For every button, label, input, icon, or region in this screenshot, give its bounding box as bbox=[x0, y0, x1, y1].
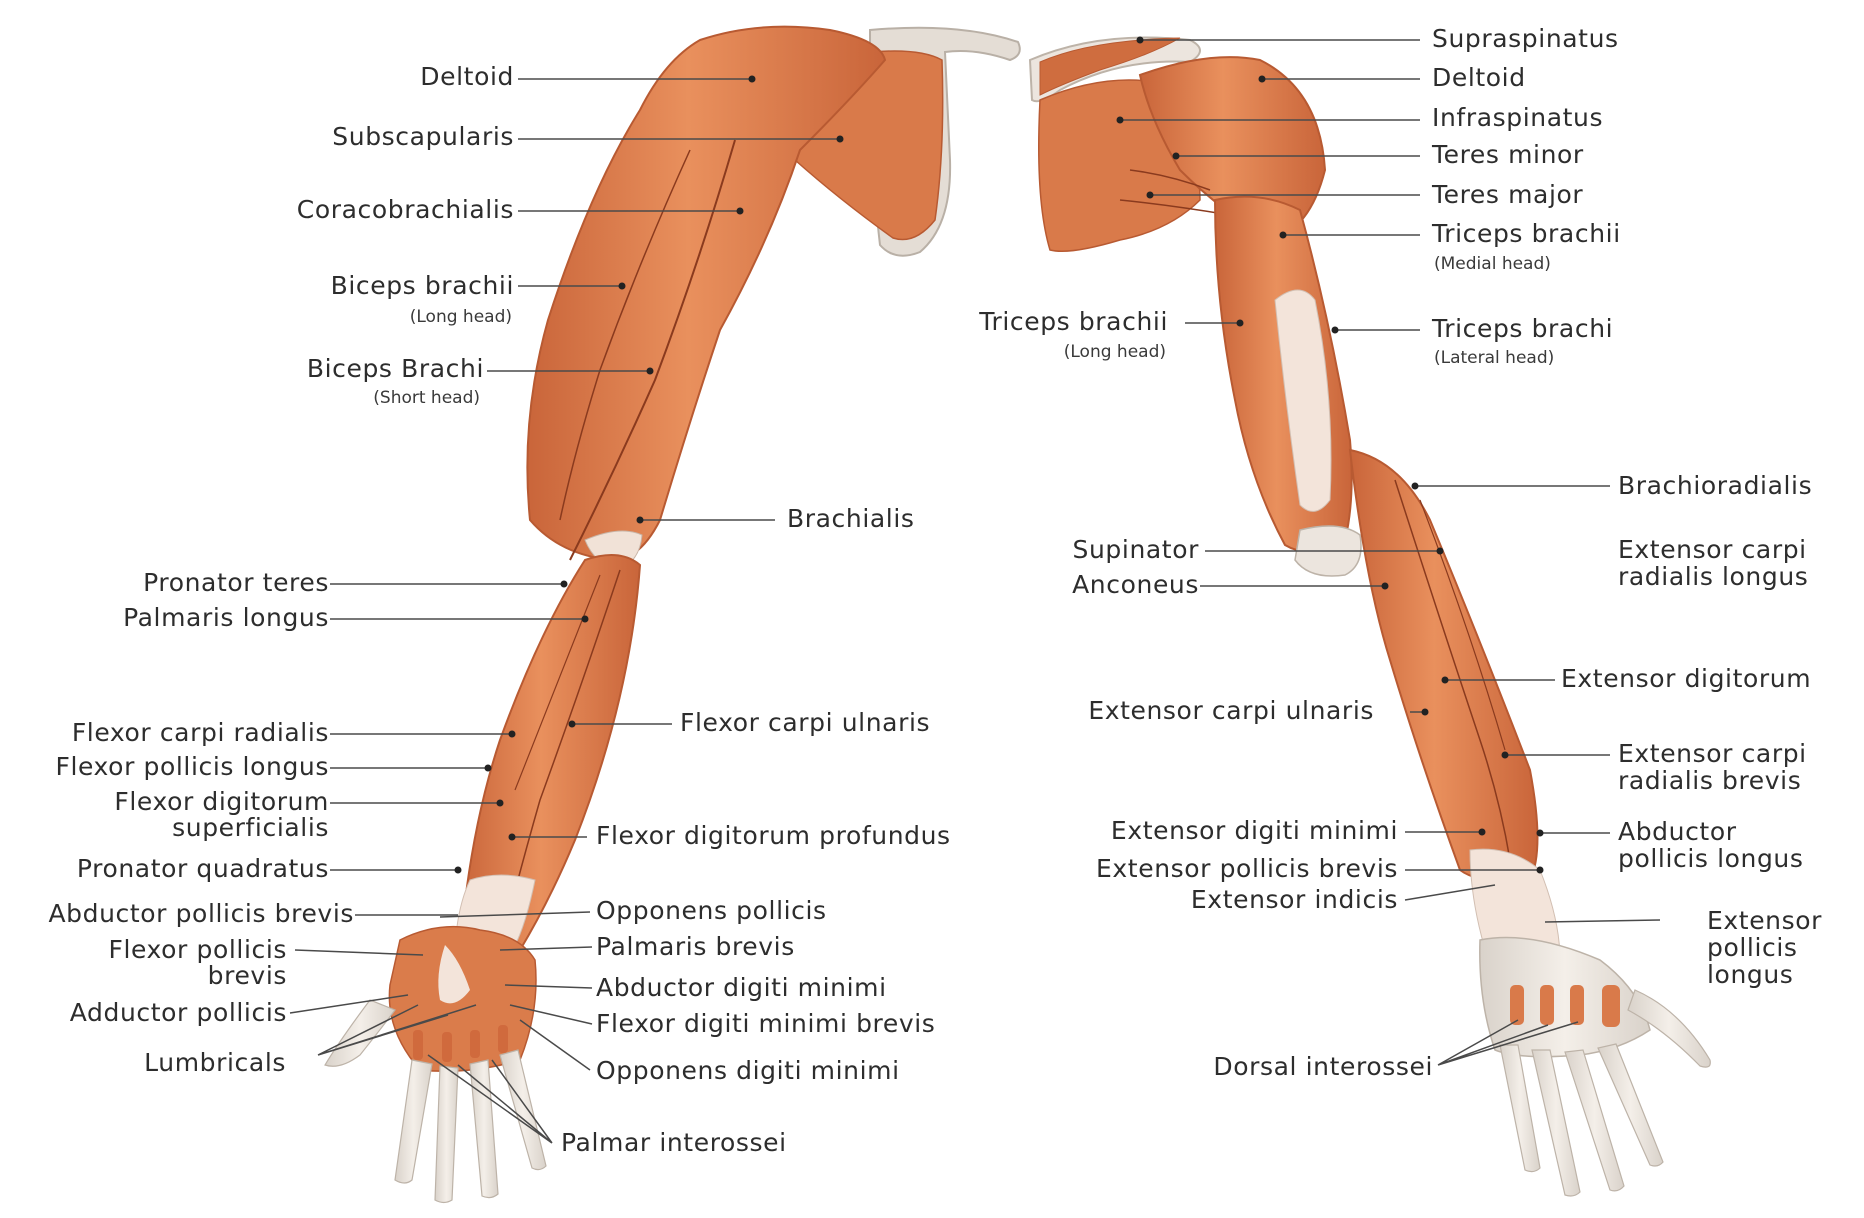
label-extensor-pollicis-brevis: Extensor pollicis brevis bbox=[1096, 855, 1398, 883]
label-fds-line2: superficialis bbox=[172, 814, 329, 842]
label-palmar-interossei: Palmar interossei bbox=[561, 1129, 787, 1157]
label-extensor-indicis: Extensor indicis bbox=[1191, 886, 1398, 914]
label-apl-line1: Abductor bbox=[1618, 818, 1737, 846]
note-triceps-lateral-head: (Lateral head) bbox=[1434, 348, 1554, 368]
label-supraspinatus: Supraspinatus bbox=[1432, 25, 1619, 53]
label-extensor-carpi-ulnaris: Extensor carpi ulnaris bbox=[1088, 697, 1374, 725]
label-dorsal-interossei: Dorsal interossei bbox=[1213, 1053, 1433, 1081]
label-pronator-teres: Pronator teres bbox=[143, 569, 329, 597]
label-ecrb-line1: Extensor carpi bbox=[1618, 740, 1807, 768]
label-posterior-deltoid: Deltoid bbox=[1432, 64, 1526, 92]
label-teres-minor: Teres minor bbox=[1432, 141, 1584, 169]
label-brachioradialis: Brachioradialis bbox=[1618, 472, 1812, 500]
posterior-hand bbox=[1480, 938, 1650, 1057]
posterior-arm bbox=[1030, 38, 1710, 1197]
label-abductor-pollicis-brevis: Abductor pollicis brevis bbox=[48, 900, 354, 928]
label-flexor-carpi-radialis: Flexor carpi radialis bbox=[72, 719, 329, 747]
label-biceps-short-head: Biceps Brachi bbox=[307, 355, 484, 383]
label-opponens-digiti-minimi: Opponens digiti minimi bbox=[596, 1057, 900, 1085]
label-opponens-pollicis: Opponens pollicis bbox=[596, 897, 827, 925]
label-palmaris-longus: Palmaris longus bbox=[123, 604, 329, 632]
label-flexor-carpi-ulnaris: Flexor carpi ulnaris bbox=[680, 709, 930, 737]
label-deltoid: Deltoid bbox=[420, 63, 514, 91]
label-anconeus: Anconeus bbox=[1072, 571, 1199, 599]
label-epl-line2: pollicis bbox=[1707, 934, 1798, 962]
label-flexor-pollicis-longus: Flexor pollicis longus bbox=[55, 753, 329, 781]
anterior-palm bbox=[389, 927, 536, 1072]
label-teres-major: Teres major bbox=[1432, 181, 1583, 209]
label-ecrl-line2: radialis longus bbox=[1618, 563, 1808, 591]
label-abductor-digiti-minimi: Abductor digiti minimi bbox=[596, 974, 887, 1002]
label-coracobrachialis: Coracobrachialis bbox=[297, 196, 514, 224]
label-lumbricals: Lumbricals bbox=[144, 1049, 286, 1077]
label-apl-line2: pollicis longus bbox=[1618, 845, 1804, 873]
note-triceps-medial-head: (Medial head) bbox=[1434, 254, 1551, 274]
label-subscapularis: Subscapularis bbox=[332, 123, 514, 151]
note-biceps-long-head: (Long head) bbox=[410, 307, 512, 327]
label-triceps-long-head: Triceps brachii bbox=[979, 308, 1168, 336]
label-epl-line1: Extensor bbox=[1707, 907, 1822, 935]
label-supinator: Supinator bbox=[1073, 536, 1199, 564]
label-flexor-digitorum-profundus: Flexor digitorum profundus bbox=[596, 822, 951, 850]
label-triceps-medial-head: Triceps brachii bbox=[1432, 220, 1621, 248]
label-adductor-pollicis: Adductor pollicis bbox=[70, 999, 287, 1027]
label-fpb-line1: Flexor pollicis bbox=[108, 936, 287, 964]
label-extensor-digitorum: Extensor digitorum bbox=[1561, 665, 1811, 693]
note-biceps-short-head: (Short head) bbox=[373, 388, 480, 408]
label-extensor-digiti-minimi: Extensor digiti minimi bbox=[1111, 817, 1398, 845]
label-ecrb-line2: radialis brevis bbox=[1618, 767, 1801, 795]
label-brachialis: Brachialis bbox=[787, 505, 915, 533]
label-flexor-digiti-minimi-brevis: Flexor digiti minimi brevis bbox=[596, 1010, 935, 1038]
anterior-deltoid-upper-arm bbox=[527, 27, 885, 560]
label-fds-line1: Flexor digitorum bbox=[114, 788, 329, 816]
note-triceps-long-head: (Long head) bbox=[1064, 342, 1166, 362]
label-ecrl-line1: Extensor carpi bbox=[1618, 536, 1807, 564]
label-fpb-line2: brevis bbox=[208, 962, 287, 990]
label-triceps-lateral-head: Triceps brachi bbox=[1432, 315, 1613, 343]
label-pronator-quadratus: Pronator quadratus bbox=[77, 855, 329, 883]
label-palmaris-brevis: Palmaris brevis bbox=[596, 933, 795, 961]
label-epl-line3: longus bbox=[1707, 961, 1793, 989]
label-infraspinatus: Infraspinatus bbox=[1432, 104, 1603, 132]
label-biceps-long-head: Biceps brachii bbox=[331, 272, 514, 300]
